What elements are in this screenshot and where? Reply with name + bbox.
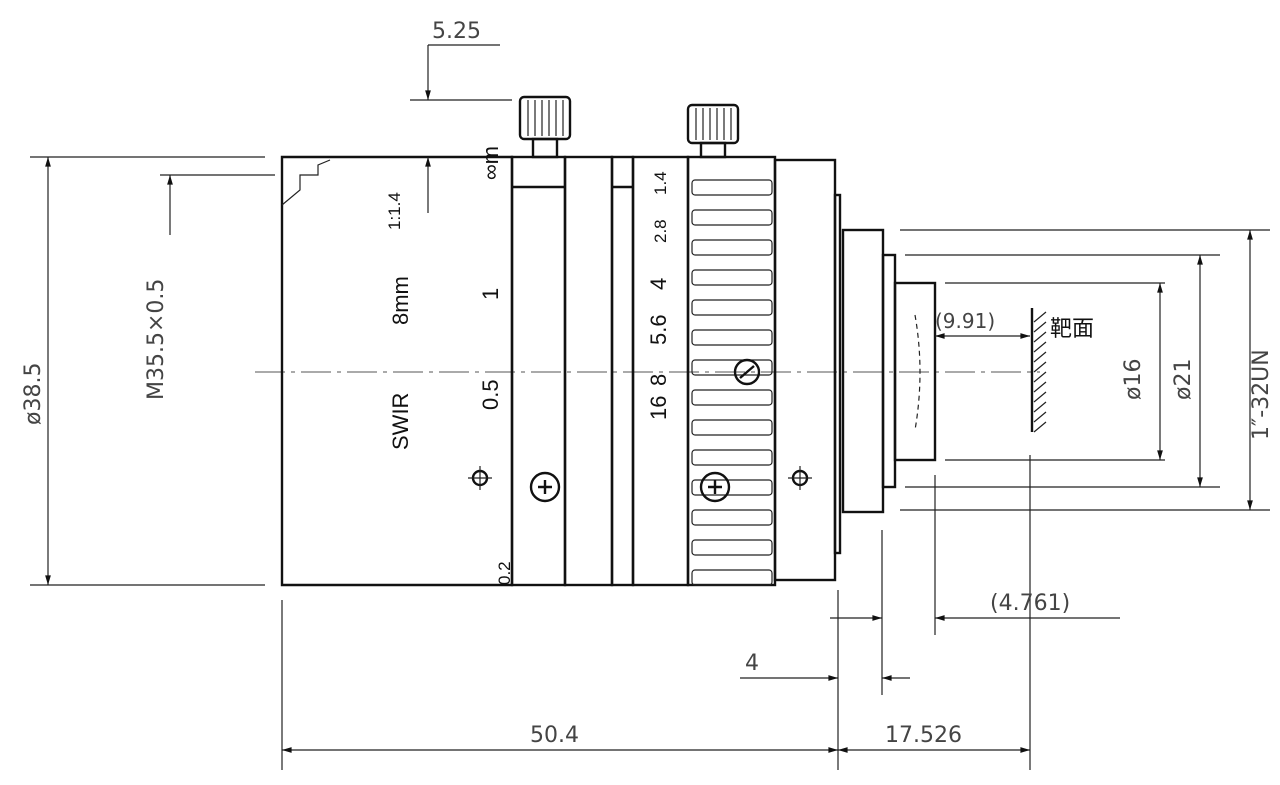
iris-mark: 16: [646, 396, 671, 420]
grip-ridge: [691, 299, 773, 316]
iris-mark: 4: [646, 278, 671, 290]
iris-mark: 1.4: [651, 171, 670, 195]
focus-mark-inf: ∞m: [478, 146, 503, 180]
hatch-line: [1033, 341, 1047, 353]
iris-mark: 5.6: [646, 314, 671, 345]
hatch-line: [1033, 361, 1047, 373]
iris-lock-knob[interactable]: [686, 103, 740, 159]
flange-back-dimension: 17.526: [885, 723, 962, 748]
sensor-plane: [1030, 308, 1047, 433]
grip-ridge: [691, 389, 773, 406]
hatch-line: [1033, 371, 1047, 383]
grip-ridge: [691, 239, 773, 256]
screw-icon: [788, 466, 812, 490]
dimension-lines: [30, 44, 1270, 770]
hatch-line: [1033, 381, 1047, 393]
screw-icon: [699, 471, 731, 503]
screw-icon: [529, 471, 561, 503]
focus-mark-1: 1: [478, 288, 503, 300]
hatch-line: [1033, 321, 1047, 333]
grip-ridge: [691, 209, 773, 226]
hatch-line: [1033, 331, 1047, 343]
iris-mark: 8: [646, 374, 671, 386]
rear-diameter-21: ø21: [1171, 359, 1196, 400]
grip-ridge: [691, 539, 773, 556]
lens-body: [280, 155, 937, 587]
length-dimension: 50.4: [530, 723, 579, 748]
grip-ridge: [691, 449, 773, 466]
sensor-label: 靶面: [1050, 316, 1094, 341]
diameter-dimension: ø38.5: [21, 363, 46, 425]
hatch-line: [1033, 411, 1047, 423]
rear-diameter-16: ø16: [1121, 359, 1146, 400]
screw-icon: [733, 358, 761, 386]
focal-length-label: 8mm: [388, 276, 413, 325]
mount-depth-dimension: 4: [745, 651, 759, 676]
hatch-line: [1033, 401, 1047, 413]
hatch-line: [1033, 311, 1047, 323]
type-label: SWIR: [388, 393, 413, 450]
grip-ridge: [691, 269, 773, 286]
grip-ridge: [691, 359, 773, 376]
focus-mark-0-2: 0.2: [495, 561, 514, 585]
rear-protrusion-dimension: (4.761): [990, 591, 1070, 616]
focus-grip-ridges: [691, 179, 773, 586]
grip-ridge: [691, 179, 773, 196]
grip-ridge: [691, 419, 773, 436]
iris-mark: 2.8: [651, 219, 670, 243]
hatch-line: [1033, 421, 1047, 433]
hatch-line: [1033, 351, 1047, 363]
focus-mark-0-5: 0.5: [478, 379, 503, 410]
screw-icon: [468, 466, 492, 490]
knob-offset-dimension: 5.25: [432, 19, 481, 44]
grip-ridge: [691, 479, 773, 496]
mount-thread-dimension: 1″-32UN: [1249, 349, 1274, 440]
focus-lock-knob[interactable]: [518, 95, 572, 159]
back-focus-dimension: (9.91): [935, 309, 995, 333]
grip-ridge: [691, 329, 773, 346]
aperture-label: 1:1.4: [385, 192, 404, 230]
hatch-line: [1033, 391, 1047, 403]
grip-ridge: [691, 509, 773, 526]
grip-ridge: [691, 569, 773, 586]
filter-thread-dimension: M35.5×0.5: [144, 279, 169, 400]
